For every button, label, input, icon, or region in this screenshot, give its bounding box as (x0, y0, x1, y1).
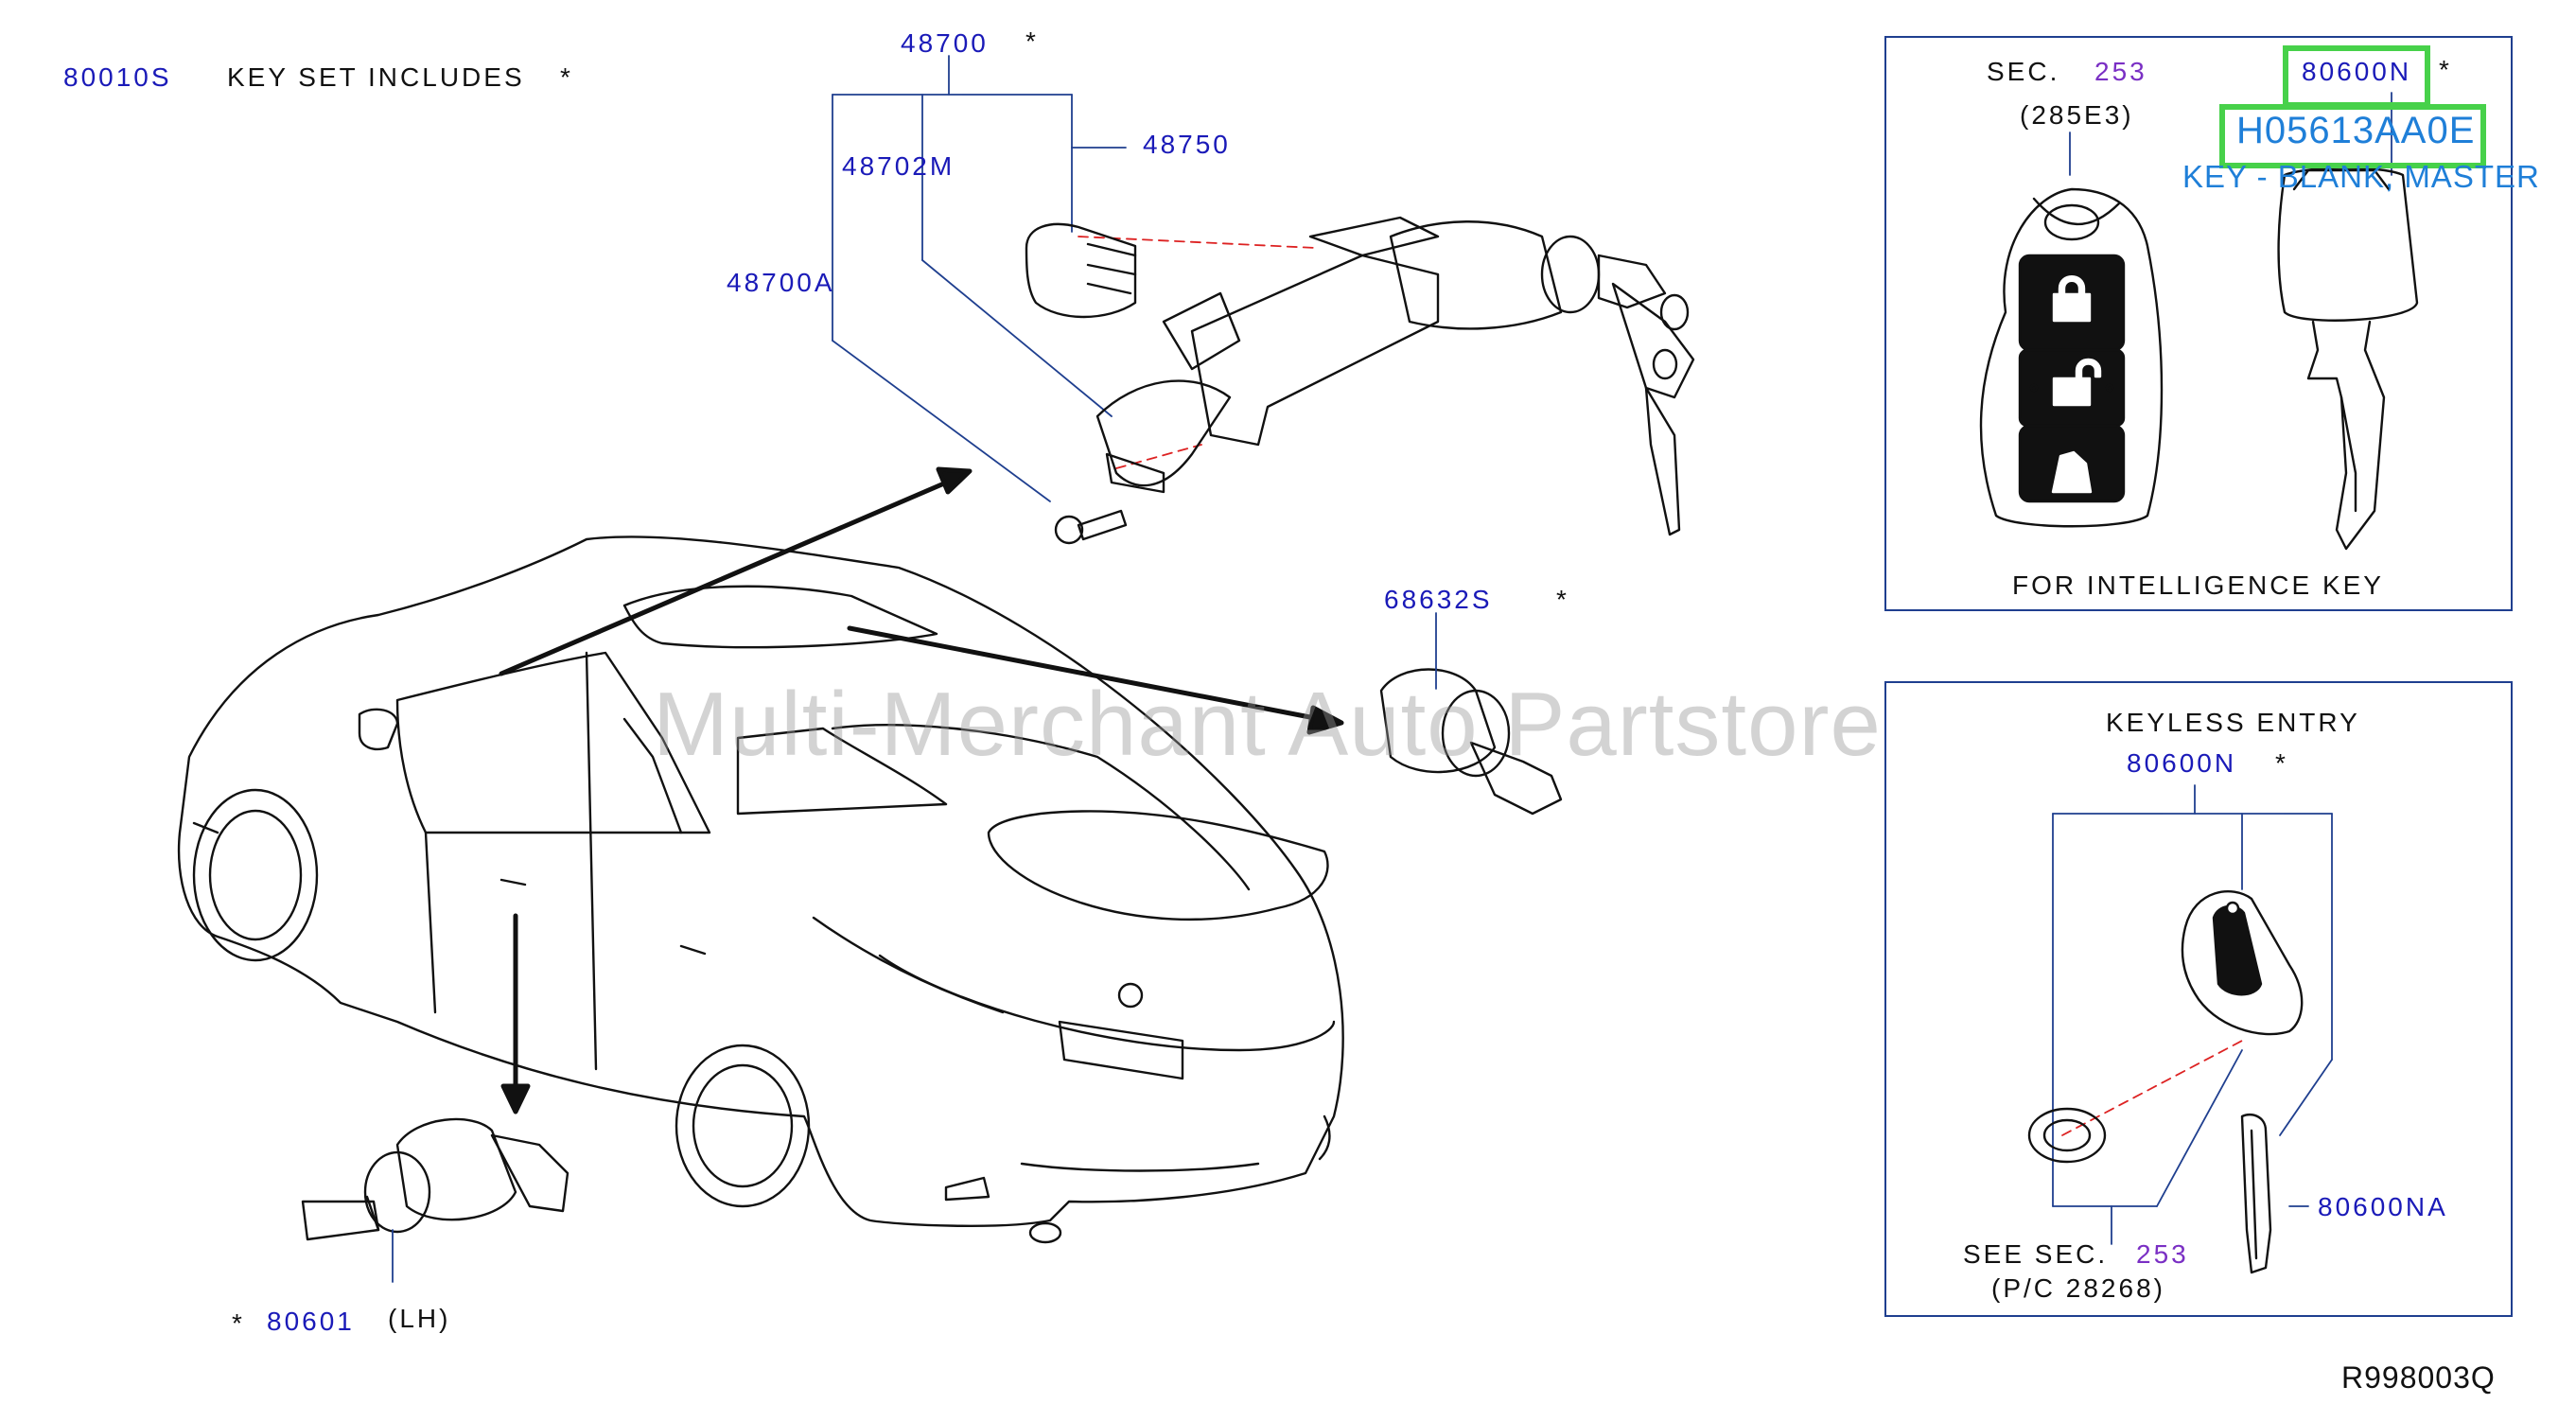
keyless-see-number[interactable]: 253 (2136, 1239, 2189, 1269)
key-set-star: * (560, 62, 573, 92)
part-number-keyless-80600n[interactable]: 80600N (2127, 748, 2237, 778)
part-number-48700a[interactable]: 48700A (727, 268, 835, 297)
intelligence-sec-sub: (285E3) (2020, 100, 2134, 130)
trunk-lock-star: * (1556, 585, 1569, 614)
intelligence-star: * (2439, 55, 2452, 84)
keyless-star: * (2275, 748, 2288, 778)
ignition-callouts (832, 55, 1316, 502)
part-number-80600na[interactable]: 80600NA (2318, 1192, 2448, 1221)
keyless-entry-box (1884, 681, 2513, 1317)
keyless-entry-title: KEYLESS ENTRY (2106, 708, 2360, 737)
ignition-parts (1025, 216, 1695, 545)
part-number-key-set[interactable]: 80010S (63, 62, 172, 92)
part-number-ignition-assembly[interactable]: 48700 (901, 28, 989, 58)
door-lock-side: (LH) (388, 1304, 451, 1333)
keyless-see-sub: (P/C 28268) (1991, 1273, 2165, 1303)
intelligence-sec-label: SEC. (1987, 57, 2060, 86)
intelligence-key-caption: FOR INTELLIGENCE KEY (2012, 570, 2384, 600)
door-lock-parts (301, 1117, 570, 1283)
part-number-48702m[interactable]: 48702M (842, 151, 955, 181)
highlight-box-h05613aa0e (2219, 104, 2486, 168)
diagram-code: R998003Q (2341, 1360, 2496, 1395)
leader-arrows (499, 466, 1344, 1114)
keyless-battery-cap (2027, 1107, 2107, 1164)
keyless-entry-art (2027, 784, 2333, 1274)
part-number-door-lock[interactable]: 80601 (267, 1307, 355, 1336)
intelligence-key-box (1884, 36, 2513, 611)
key-set-description: KEY SET INCLUDES (227, 62, 525, 92)
part-number-48750[interactable]: 48750 (1143, 130, 1231, 159)
key-blank-master-description: KEY - BLANK, MASTER (2182, 159, 2540, 194)
unlock-icon (2052, 358, 2102, 407)
sedan-illustration (177, 535, 1344, 1244)
part-number-intelligence-80600n[interactable]: 80600N (2302, 57, 2412, 86)
keyless-see-label: SEE SEC. (1963, 1239, 2109, 1269)
intelligence-key-fob (1979, 187, 2164, 528)
trunk-open-icon (2051, 450, 2093, 494)
ignition-assembly-star: * (1025, 26, 1039, 56)
door-lock-star: * (232, 1308, 245, 1338)
trunk-lock-parts (1379, 668, 1563, 816)
intelligence-sec-number[interactable]: 253 (2094, 57, 2147, 86)
part-number-trunk-lock[interactable]: 68632S (1384, 585, 1493, 614)
part-number-key-blank-master[interactable]: H05613AA0E (2236, 110, 2476, 151)
keyless-remote-shell (2181, 890, 2304, 1036)
lock-icon (2052, 275, 2092, 323)
keyless-key-blade (2240, 1113, 2272, 1274)
intelligence-key-art (1979, 92, 2419, 551)
